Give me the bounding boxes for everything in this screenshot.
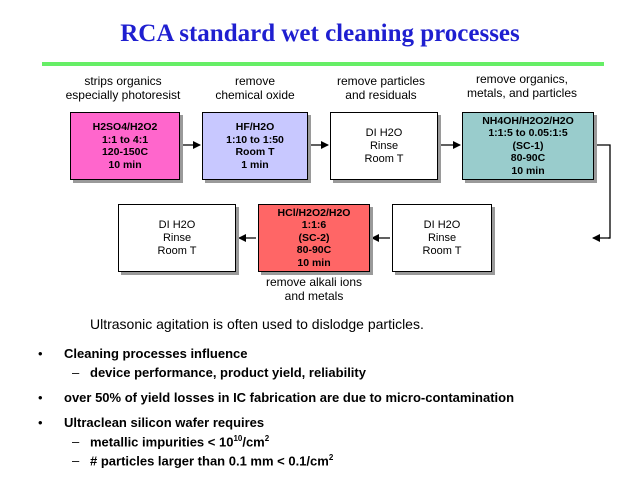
step-hf-line1: HF/H2O — [235, 121, 275, 133]
impurities-exponent: 10 — [233, 434, 243, 443]
caption-sc2: remove alkali ions and metals — [246, 275, 382, 303]
caption-piranha-line2: especially photoresist — [65, 88, 181, 102]
step-sc2-line5: 10 min — [297, 256, 331, 269]
step-hf-line3: Room T — [235, 146, 275, 158]
step-rinse1-line2: Rinse — [369, 139, 399, 152]
bullet-1-marker: • — [38, 346, 43, 361]
step-sc1-box: NH4OH/H2O2/H2O 1:1:5 to 0.05:1:5 (SC-1) … — [462, 112, 594, 180]
step-sc1-line1: NH4OH/H2O2/H2O — [482, 114, 574, 127]
step-piranha-box: H2SO4/H2O2 1:1 to 4:1 120-150C 10 min — [70, 112, 180, 180]
bullet-3-sub-2-text: # particles larger than 0.1 mm < 0.1/cm2 — [90, 453, 333, 468]
step-rinse1-box: DI H2O Rinse Room T — [330, 112, 438, 180]
step-rinse2-line1: DI H2O — [423, 218, 461, 231]
bullet-2-text: over 50% of yield losses in IC fabricati… — [64, 390, 515, 405]
caption-sc1-line2: metals, and particles — [466, 86, 578, 100]
step-sc2-line4: 80-90C — [296, 244, 332, 257]
impurities-text: metallic impurities < 10 — [90, 434, 234, 450]
bullet-3-sub-1-marker: – — [72, 434, 80, 449]
impurities-unit: /cm — [242, 434, 265, 450]
step-rinse1-line1: DI H2O — [365, 126, 403, 139]
bullet-1-sub-1-marker: – — [72, 365, 80, 380]
bullet-2-marker: • — [38, 390, 43, 405]
caption-hf-line2: chemical oxide — [215, 88, 295, 102]
step-rinse2-line3: Room T — [422, 244, 462, 257]
step-rinse1-line3: Room T — [364, 152, 404, 165]
step-sc1-line3: (SC-1) — [512, 139, 544, 152]
bullet-3-sub-1-text: metallic impurities < 1010/cm2 — [90, 434, 269, 449]
caption-sc2-line1: remove alkali ions — [265, 275, 363, 289]
step-rinse2-line2: Rinse — [427, 231, 457, 244]
step-sc1-line4: 80-90C — [510, 152, 546, 165]
caption-piranha-line1: strips organics — [84, 74, 162, 88]
step-rinse3-box: DI H2O Rinse Room T — [118, 204, 236, 272]
bullet-3-marker: • — [38, 415, 43, 430]
particles-text: # particles larger than 0.1 mm < 0.1/cm — [90, 453, 329, 469]
step-sc1-line5: 10 min — [511, 164, 545, 177]
caption-hf-line1: remove — [234, 74, 275, 88]
bullet-3-sub-2-marker: – — [72, 453, 80, 468]
step-sc2-line2: 1:1:6 — [301, 219, 327, 232]
caption-hf: remove chemical oxide — [200, 74, 310, 102]
step-sc2-line1: HCl/H2O2/H2O — [277, 206, 351, 219]
bullet-1-sub-1-text: device performance, product yield, relia… — [90, 365, 366, 380]
step-rinse2-box: DI H2O Rinse Room T — [392, 204, 492, 272]
step-rinse3-line2: Rinse — [162, 231, 192, 244]
bullet-1-text: Cleaning processes influence — [64, 346, 248, 361]
step-rinse3-line3: Room T — [157, 244, 197, 257]
step-hf-line2: 1:10 to 1:50 — [226, 133, 284, 146]
bullet-3-text: Ultraclean silicon wafer requires — [64, 415, 265, 430]
caption-rinse1-line2: and residuals — [345, 88, 417, 102]
caption-sc1: remove organics, metals, and particles — [448, 72, 596, 100]
caption-rinse1-line1: remove particles — [336, 74, 426, 88]
step-piranha-line3: 120-150C — [101, 146, 149, 158]
particles-exponent: 2 — [328, 453, 334, 462]
step-sc2-line3: (SC-2) — [298, 231, 330, 244]
step-hf-line4: 1 min — [241, 158, 269, 171]
step-sc1-line2: 1:1:5 to 0.05:1:5 — [488, 127, 568, 140]
caption-rinse1: remove particles and residuals — [322, 74, 440, 102]
impurities-unit-exponent: 2 — [264, 434, 270, 443]
caption-sc2-line2: and metals — [284, 289, 344, 303]
step-rinse3-line1: DI H2O — [158, 218, 196, 231]
title-underline — [42, 62, 604, 66]
page-title: RCA standard wet cleaning processes — [120, 20, 520, 47]
step-sc2-box: HCl/H2O2/H2O 1:1:6 (SC-2) 80-90C 10 min — [258, 204, 370, 272]
step-hf-box: HF/H2O 1:10 to 1:50 Room T 1 min — [202, 112, 308, 180]
step-piranha-line4: 10 min — [108, 158, 142, 171]
caption-piranha: strips organics especially photoresist — [50, 74, 196, 102]
caption-sc1-line1: remove organics, — [475, 72, 569, 86]
arrow-sc1-to-rinse2 — [596, 144, 611, 239]
ultrasonic-note: Ultrasonic agitation is often used to di… — [90, 316, 424, 332]
step-piranha-line2: 1:1 to 4:1 — [101, 133, 149, 146]
step-piranha-line1: H2SO4/H2O2 — [92, 121, 158, 133]
